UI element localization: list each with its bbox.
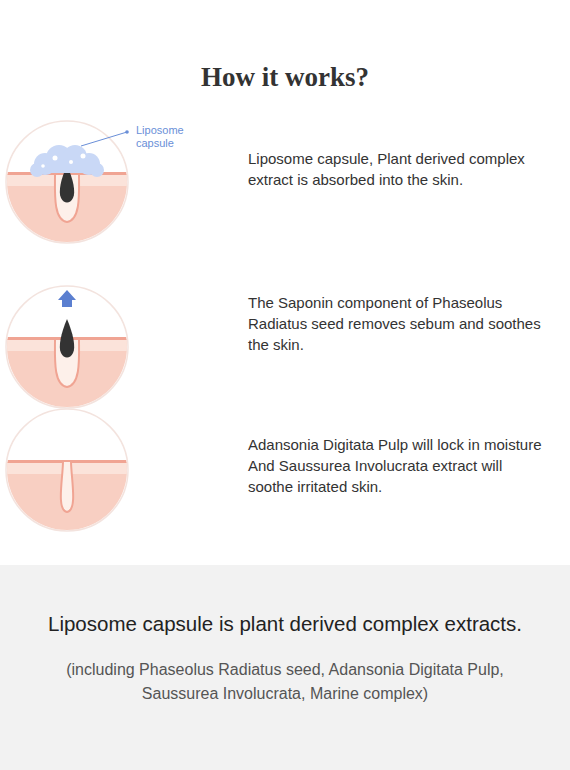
- skin-circle: [0, 409, 137, 542]
- step-text: The Saponin component of Phaseolus Radia…: [248, 292, 548, 355]
- band-note: (including Phaseolus Radiatus seed, Adan…: [50, 658, 520, 706]
- info-band: Liposome capsule is plant derived comple…: [0, 565, 570, 770]
- skin-circle: [0, 121, 137, 254]
- band-heading: Liposome capsule is plant derived comple…: [0, 612, 570, 636]
- title: How it works?: [0, 62, 570, 93]
- step-text: Liposome capsule, Plant derived complex …: [248, 148, 548, 190]
- callout-label: Liposome capsule: [136, 124, 196, 150]
- skin-circle: [0, 286, 137, 419]
- step-text: Adansonia Digitata Pulp will lock in moi…: [248, 434, 548, 497]
